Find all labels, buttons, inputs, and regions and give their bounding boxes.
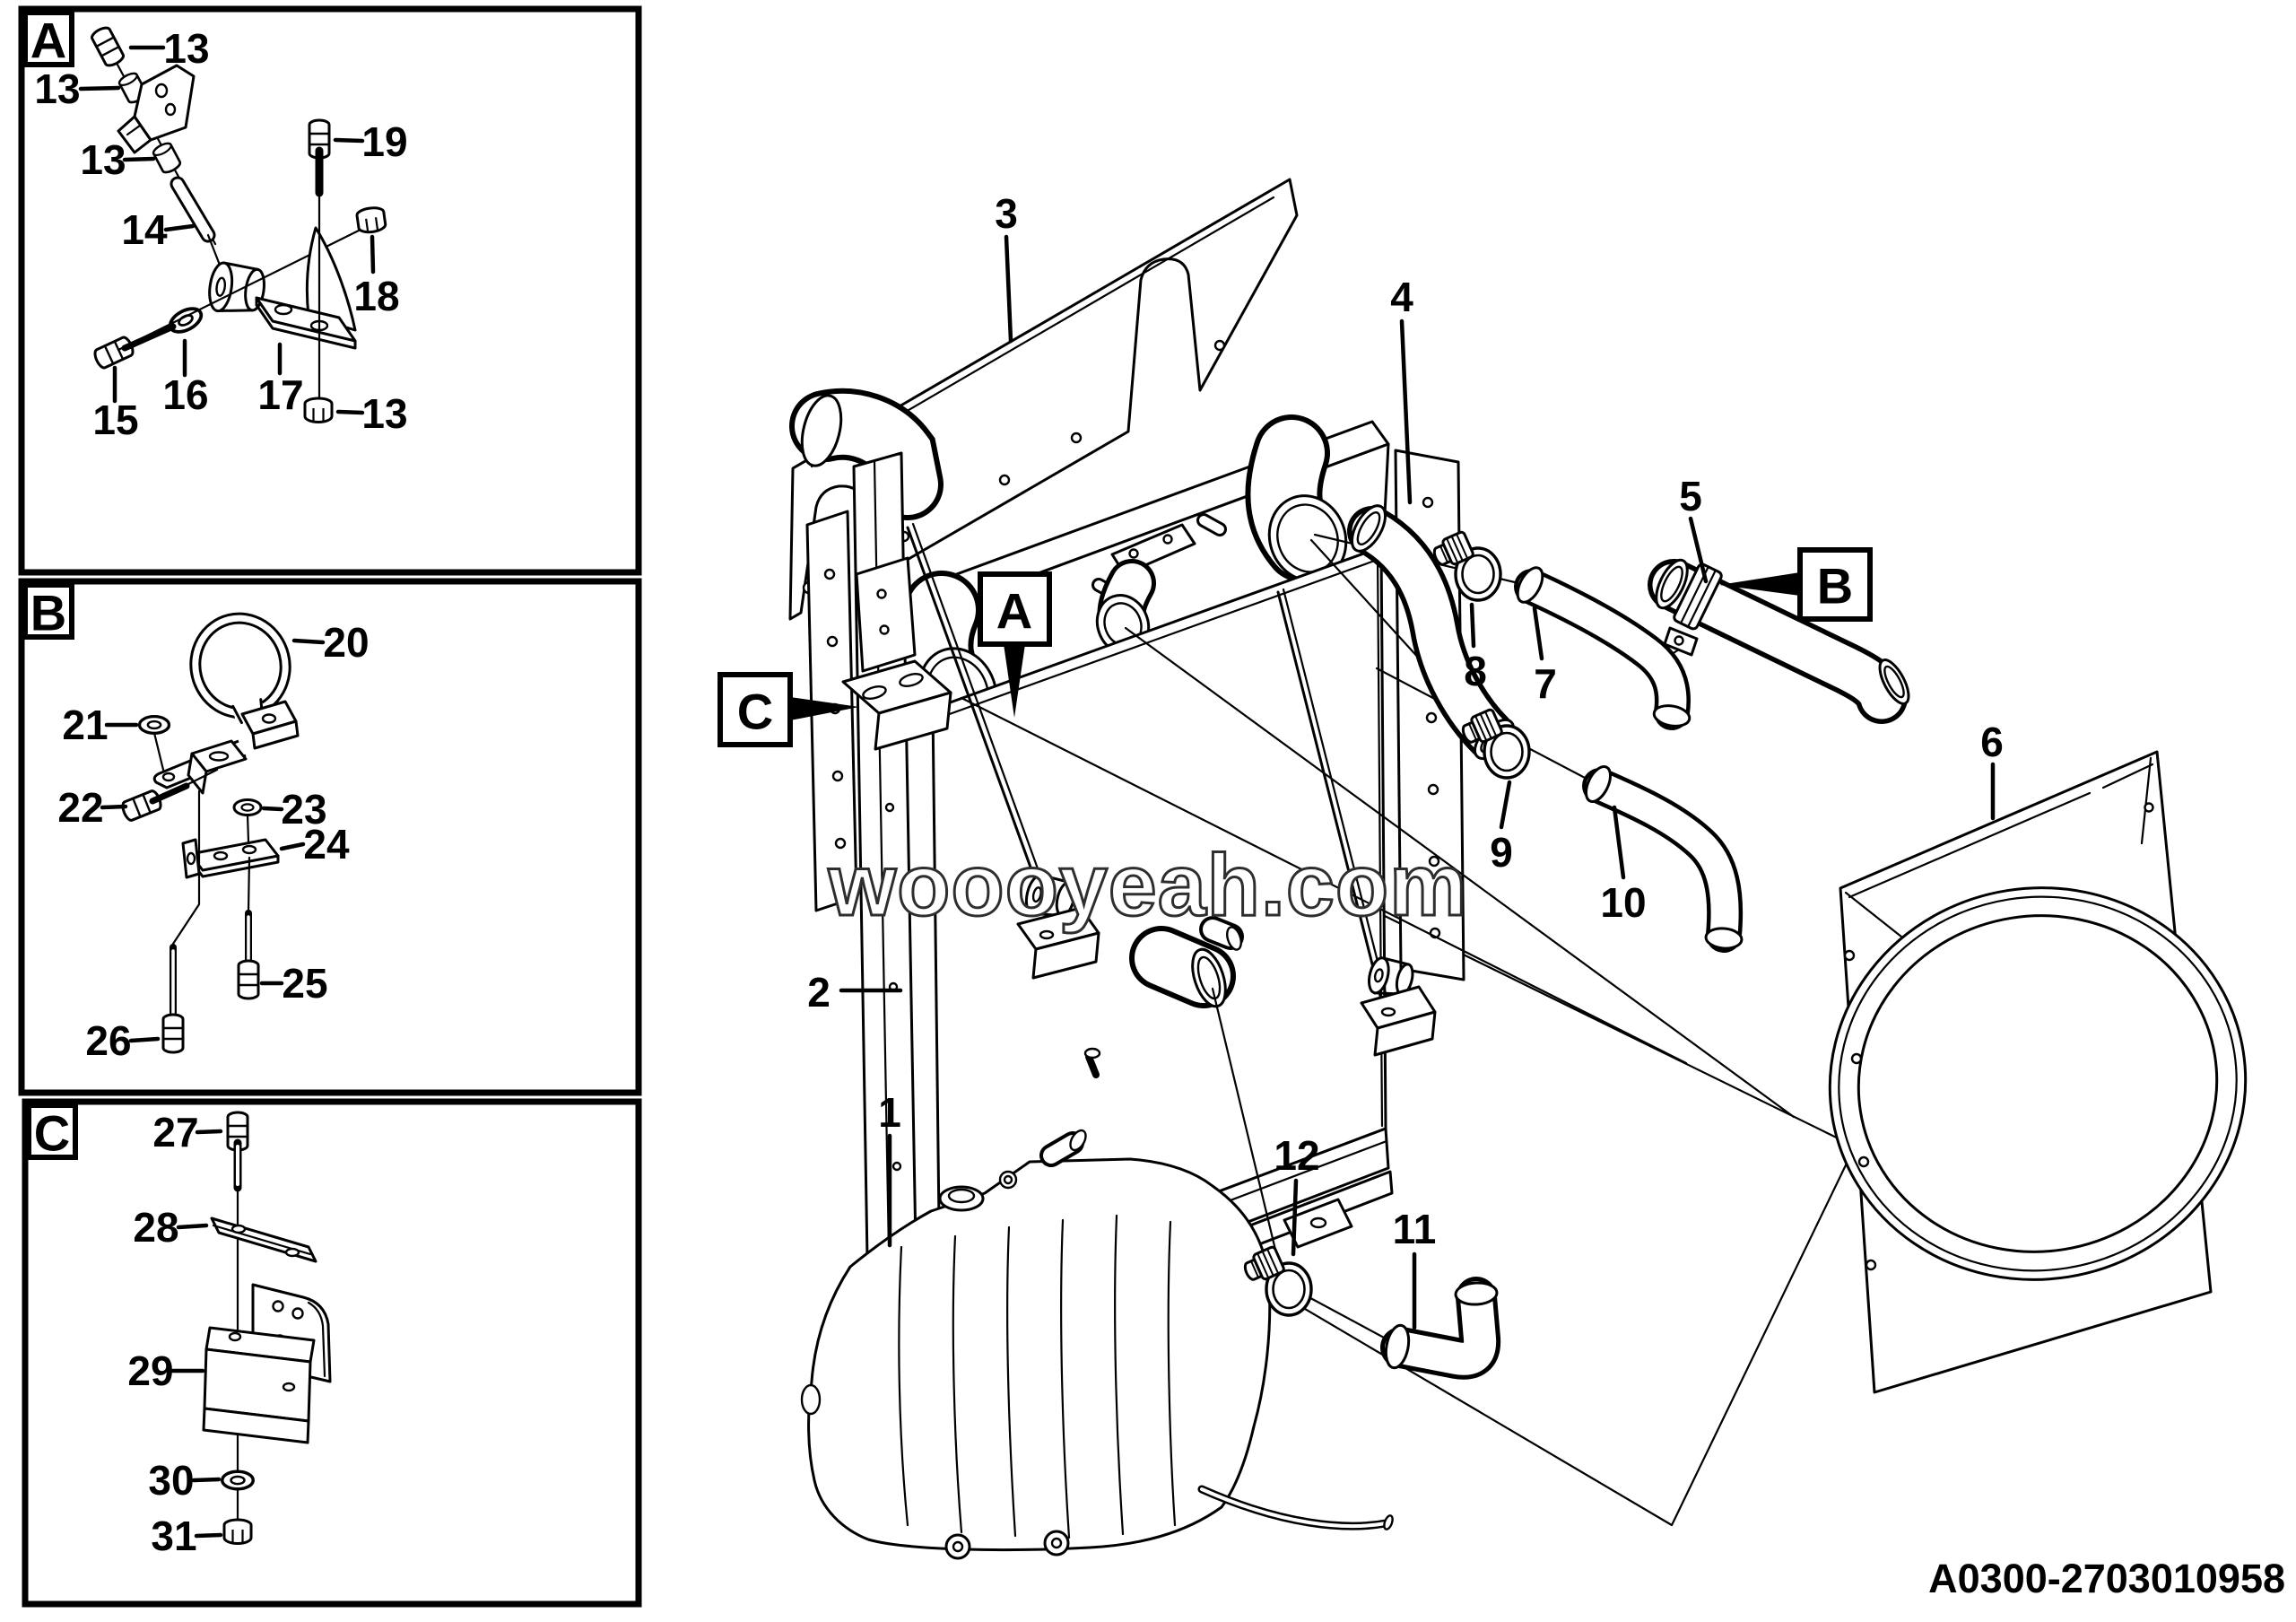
callout-3: 3	[995, 190, 1018, 237]
callout-13b: 13	[34, 65, 80, 112]
callout-4: 4	[1390, 274, 1413, 320]
nut-31	[222, 1518, 253, 1545]
inset-a-callouts: 13 13 13 14 15 16 17 18 19 13	[34, 25, 407, 443]
fan-opening-ring	[1828, 886, 2248, 1281]
callout-15: 15	[92, 397, 138, 443]
callout-20: 20	[323, 619, 369, 666]
callout-6: 6	[1980, 719, 2004, 765]
callout-29: 29	[127, 1347, 173, 1394]
ref-c-arrow	[790, 697, 859, 720]
callout-22: 22	[57, 784, 103, 831]
callout-16: 16	[162, 371, 208, 418]
inset-panel-a: A	[18, 5, 642, 576]
callout-12: 12	[1274, 1132, 1319, 1179]
callout-13d: 13	[361, 390, 407, 437]
ref-a-arrow	[1004, 644, 1025, 718]
inset-c-callouts: 27 28 29 30 31	[127, 1109, 223, 1559]
callout-5: 5	[1679, 473, 1702, 519]
callout-18: 18	[353, 273, 399, 319]
bolt-26	[161, 1013, 185, 1054]
callout-26: 26	[85, 1017, 131, 1064]
callout-7: 7	[1534, 660, 1557, 707]
callout-30: 30	[148, 1457, 194, 1504]
callout-8: 8	[1464, 648, 1487, 694]
inset-c-letter: C	[34, 1105, 70, 1162]
nut-13-bottom	[303, 397, 334, 423]
nut-18	[354, 205, 388, 235]
inset-a-drawing	[88, 23, 388, 423]
callout-10: 10	[1600, 879, 1646, 926]
callout-11: 11	[1393, 1206, 1437, 1252]
watermark-text: woooyeah.com	[828, 836, 1468, 934]
inset-b-letter: B	[30, 585, 66, 641]
callout-25: 25	[282, 960, 327, 1007]
washer-23	[232, 798, 263, 816]
stay-rods	[906, 522, 1437, 1057]
inset-b-border	[18, 578, 642, 1096]
callout-24: 24	[303, 821, 350, 868]
overflow-hose-end	[1383, 1514, 1394, 1530]
inset-panel-c: C 27 28	[22, 1098, 642, 1608]
callout-21: 21	[62, 702, 108, 748]
outlet-stub	[1191, 947, 1227, 1008]
ref-b-box	[1797, 547, 1873, 622]
washer-21	[137, 715, 171, 735]
ref-a-box	[978, 571, 1052, 647]
inset-a-letter: A	[30, 13, 66, 69]
callout-19: 19	[361, 118, 407, 165]
washer-30	[221, 1469, 255, 1491]
fan-shroud-6	[1828, 750, 2248, 1394]
pipe-5	[1648, 558, 1910, 724]
ref-b-letter: B	[1817, 558, 1853, 615]
ref-a-letter: A	[996, 583, 1032, 640]
hose-11	[1380, 1277, 1501, 1380]
bolt-25	[237, 959, 260, 1000]
inset-c-border	[22, 1098, 642, 1608]
inset-c-drawing	[202, 1111, 332, 1545]
part-number: A0300-2703010958	[1928, 1556, 2285, 1601]
bracket-c-target-front	[874, 691, 952, 751]
left-corner-elbow	[800, 394, 843, 467]
hose-10	[1582, 765, 1744, 953]
inset-a-letter-box	[22, 10, 74, 67]
callout-31: 31	[151, 1513, 196, 1559]
inset-panel-b: B	[18, 578, 642, 1096]
callout-13c: 13	[80, 136, 126, 183]
inset-c-letter-box	[26, 1103, 78, 1160]
callout-14: 14	[121, 206, 168, 253]
main-callouts: 1 2 3 4 5 6 7 8 9 10 11 12	[807, 190, 2004, 1330]
callout-1: 1	[878, 1089, 901, 1136]
callout-17: 17	[257, 371, 303, 418]
callout-23: 23	[281, 786, 326, 833]
inset-a-border	[18, 5, 642, 576]
main-assembly: woooyeah.com	[718, 178, 2285, 1601]
callout-13a: 13	[163, 25, 209, 72]
damper-a-target	[1024, 874, 1076, 917]
callout-28: 28	[133, 1204, 178, 1251]
hose-7	[1514, 566, 1692, 730]
inset-b-letter-box	[22, 582, 74, 640]
callout-27: 27	[152, 1109, 198, 1155]
damper-right	[1367, 956, 1414, 996]
ref-b-arrow	[1719, 572, 1800, 596]
ref-c-box	[718, 672, 793, 747]
ref-c-letter: C	[737, 684, 773, 740]
callout-9: 9	[1490, 829, 1513, 876]
right-hose-neck	[1267, 494, 1348, 582]
ref-c: C	[718, 672, 859, 747]
ref-a: A	[978, 571, 1052, 718]
inset-b-callouts: 20 21 22 23 24 25 26	[57, 619, 369, 1064]
inset-b-drawing	[118, 612, 300, 1054]
ref-b: B	[1719, 547, 1873, 622]
expansion-tank-1	[800, 1129, 1394, 1560]
callout-2: 2	[807, 969, 831, 1016]
